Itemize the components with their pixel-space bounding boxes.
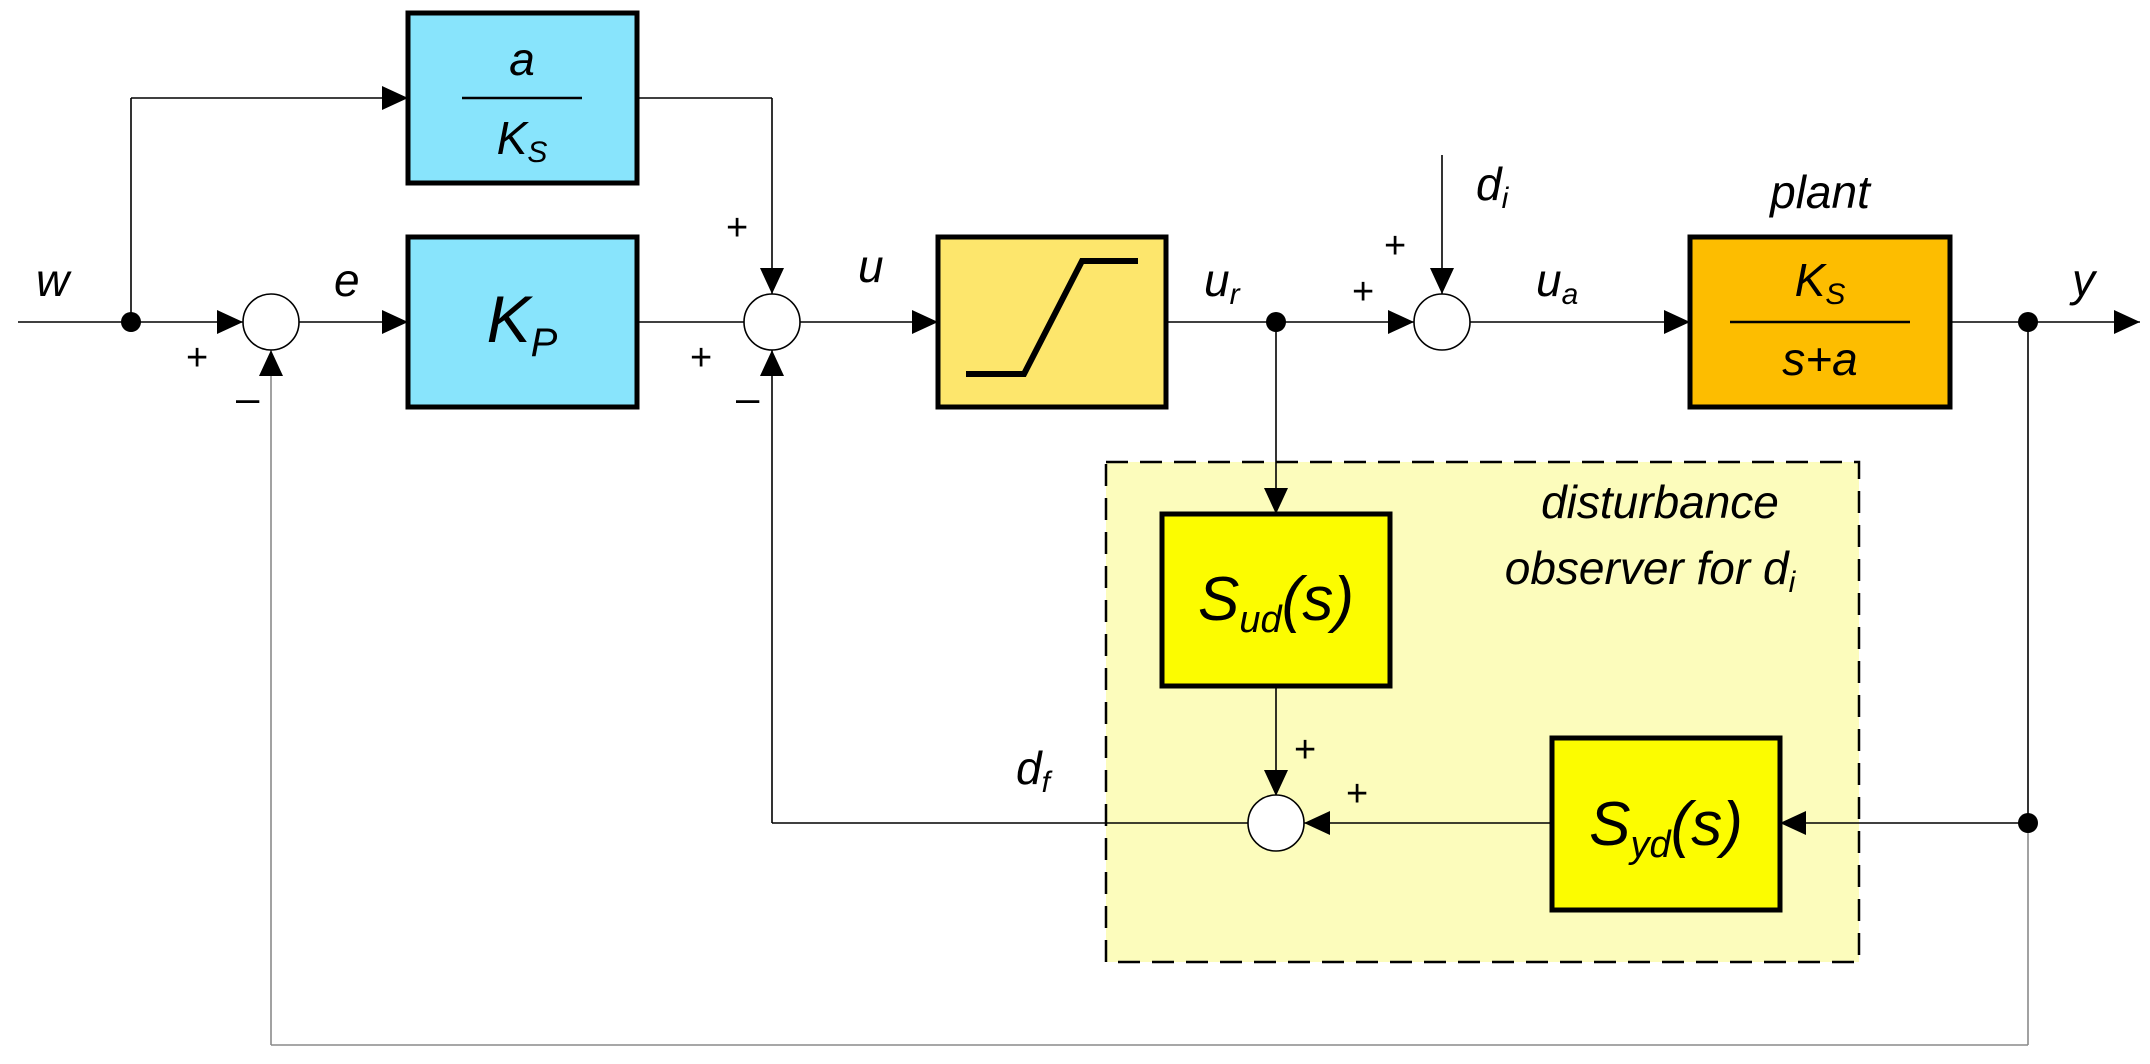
summing-junction-ua	[1413, 293, 1471, 351]
syd-block: Syd(s)	[1549, 735, 1783, 913]
arrowheads	[217, 86, 2140, 835]
junction-y-observer	[2018, 813, 2038, 833]
sign-plus-di: +	[1384, 225, 1406, 267]
sign-plus-ur: +	[1352, 271, 1374, 313]
plant-block: KS s+a	[1687, 234, 1953, 410]
sud-block: Sud(s)	[1159, 511, 1393, 689]
summing-junction-u	[743, 293, 801, 351]
syd-label: Syd(s)	[1589, 790, 1743, 866]
signal-y-label: y	[2069, 254, 2098, 306]
sign-minus-e: –	[236, 374, 260, 421]
summing-junction-error	[242, 293, 300, 351]
observer-caption-line1: disturbance	[1541, 476, 1779, 528]
sign-plus-kp: +	[690, 337, 712, 379]
feedforward-numerator: a	[509, 33, 535, 85]
saturation-icon	[966, 258, 1138, 377]
signal-ua-label: ua	[1536, 254, 1578, 311]
signal-e-label: e	[334, 254, 360, 306]
junction-y	[2018, 312, 2038, 332]
signal-df-label: df	[1016, 742, 1053, 799]
junction-w	[121, 312, 141, 332]
sign-minus-df: –	[736, 374, 760, 421]
feedforward-denominator: KS	[497, 112, 548, 169]
plant-denominator: s+a	[1782, 333, 1857, 385]
junction-ur	[1266, 312, 1286, 332]
plant-title: plant	[1768, 166, 1872, 218]
signal-di-label: di	[1476, 158, 1510, 215]
sign-plus-syd: +	[1346, 773, 1368, 815]
sign-plus-e: +	[186, 337, 208, 379]
observer-caption-line2: observer for di	[1505, 542, 1797, 599]
proportional-gain-block: KP	[405, 234, 640, 410]
signal-ur-label: ur	[1204, 254, 1241, 311]
summing-junction-df	[1247, 794, 1305, 852]
saturation-block	[935, 234, 1169, 410]
feedforward-block: a KS	[405, 10, 640, 186]
sign-plus-sud: +	[1294, 729, 1316, 771]
signal-u-label: u	[858, 240, 884, 292]
kp-label: KP	[487, 282, 558, 365]
plant-numerator: KS	[1795, 254, 1846, 311]
sign-plus-ff: +	[726, 207, 748, 249]
sud-label: Sud(s)	[1198, 565, 1354, 641]
signal-w-label: w	[36, 254, 72, 306]
